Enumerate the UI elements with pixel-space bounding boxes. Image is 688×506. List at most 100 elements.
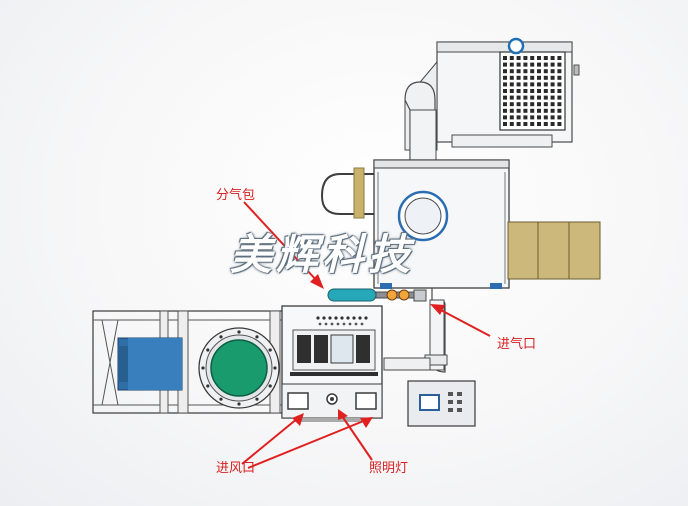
- side-panels: [507, 221, 601, 280]
- drum-bolt: [206, 384, 210, 388]
- arrow-gas-bag: [243, 201, 319, 283]
- grille-hole: [550, 95, 555, 100]
- grille-hole: [550, 89, 555, 93]
- grille-hole: [530, 89, 535, 93]
- grille-hole: [550, 108, 555, 113]
- grille-hole: [530, 108, 535, 113]
- drum-bolt: [255, 397, 259, 401]
- drum-bolt: [206, 348, 210, 352]
- grille-hole: [523, 82, 528, 87]
- grille-hole: [523, 122, 528, 126]
- indicator-dot: [352, 316, 356, 320]
- grille-hole: [550, 56, 555, 60]
- grille-hole: [516, 62, 521, 67]
- grille-hole: [537, 82, 541, 87]
- grille-hole: [530, 122, 535, 126]
- grille-hole: [516, 102, 521, 107]
- grille-hole: [557, 82, 562, 87]
- indicator-dot: [328, 316, 332, 320]
- grille-hole: [509, 62, 514, 67]
- drum-bolt: [237, 402, 241, 406]
- indicator-dot: [322, 316, 326, 320]
- grille-hole: [543, 89, 548, 93]
- indicator-dot: [348, 322, 352, 326]
- panel-key: [457, 408, 462, 412]
- drum-bolt: [219, 335, 223, 339]
- label-wind-inlet: 进风口: [216, 461, 256, 476]
- grille-hole: [509, 115, 514, 120]
- grille-hole: [516, 69, 521, 74]
- grille-hole: [523, 62, 528, 67]
- main-body: [320, 159, 510, 289]
- grille-hole: [503, 89, 507, 93]
- grille-hole: [503, 62, 507, 67]
- grille-hole: [523, 56, 528, 60]
- grille-hole: [516, 95, 521, 100]
- grille-hole: [543, 69, 548, 74]
- panel-key: [448, 408, 453, 412]
- grille-hole: [503, 122, 507, 126]
- grille-hole: [550, 75, 555, 80]
- grille-hole: [530, 82, 535, 87]
- grille-hole: [523, 102, 528, 107]
- grille-hole: [503, 69, 507, 74]
- indicator-dot: [342, 322, 346, 326]
- indicator-dot: [324, 322, 328, 326]
- grille-hole: [516, 82, 521, 87]
- grille-hole: [537, 56, 541, 60]
- grille-hole: [550, 82, 555, 87]
- lamp-icon: [326, 393, 338, 405]
- grille-hole: [557, 62, 562, 67]
- grille-hole: [557, 89, 562, 93]
- grille-hole: [503, 108, 507, 113]
- indicator-dot: [336, 322, 340, 326]
- drum-bolt: [273, 366, 277, 370]
- grille-hole: [509, 89, 514, 93]
- grille-hole: [509, 56, 514, 60]
- grille-hole: [550, 115, 555, 120]
- grille-hole: [516, 122, 521, 126]
- grille-hole: [537, 89, 541, 93]
- grille-hole: [509, 122, 514, 126]
- indicator-dot: [360, 322, 364, 326]
- grille-hole: [509, 95, 514, 100]
- arrow-wind-inlet-left: [241, 417, 299, 465]
- grille-hole: [537, 62, 541, 67]
- grille-hole: [537, 108, 541, 113]
- grille-hole: [509, 69, 514, 74]
- grille-hole: [537, 69, 541, 74]
- arrow-air-inlet: [436, 307, 491, 337]
- grille-hole: [530, 75, 535, 80]
- grille-hole: [543, 115, 548, 120]
- grille-hole: [523, 95, 528, 100]
- grille-hole: [537, 102, 541, 107]
- grille-hole: [530, 95, 535, 100]
- panel-key: [448, 400, 453, 404]
- grille-hole: [516, 56, 521, 60]
- indicator-dot: [318, 322, 322, 326]
- grille-hole: [516, 115, 521, 120]
- grille-hole: [543, 62, 548, 67]
- grille-hole: [509, 102, 514, 107]
- grille-hole: [530, 69, 535, 74]
- grille-hole: [543, 82, 548, 87]
- drum-bolt: [255, 335, 259, 339]
- grille-hole: [509, 75, 514, 80]
- callout-arrows: [241, 201, 491, 469]
- drum-bolt: [268, 348, 272, 352]
- drum-bolt: [219, 397, 223, 401]
- grille-hole: [550, 62, 555, 67]
- grille-hole: [557, 122, 562, 126]
- grille-hole: [516, 108, 521, 113]
- indicator-dot: [334, 316, 338, 320]
- grille-hole: [543, 122, 548, 126]
- label-gas-bag: 分气包: [216, 188, 256, 203]
- drum-bolt: [268, 384, 272, 388]
- indicator-dot: [316, 316, 320, 320]
- grille-hole: [530, 56, 535, 60]
- grille-hole: [503, 82, 507, 87]
- grille-hole: [557, 75, 562, 80]
- grille-hole: [557, 95, 562, 100]
- grille-hole: [557, 56, 562, 60]
